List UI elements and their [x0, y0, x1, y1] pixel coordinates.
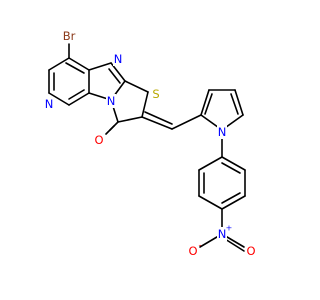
bond	[141, 116, 173, 130]
atom-label-background	[94, 133, 104, 147]
atom-s-label: S	[152, 87, 159, 101]
atom-npy-label: N	[45, 97, 54, 111]
bond	[141, 91, 149, 118]
bond	[204, 93, 213, 115]
bond	[88, 62, 112, 71]
atom-ob-label: O	[246, 244, 255, 258]
atom-label-background	[217, 227, 227, 241]
bond	[48, 92, 70, 106]
bond	[68, 92, 90, 106]
atom-nno-charge: +	[226, 224, 233, 233]
atom-label-background	[151, 87, 161, 101]
atom-label-background	[113, 52, 123, 66]
bond	[117, 116, 143, 123]
atom-label-background	[106, 94, 116, 108]
bond	[221, 162, 241, 174]
atom-oa-charge: -	[199, 241, 202, 250]
bond	[68, 89, 85, 100]
bond	[230, 93, 239, 115]
atom-nfu-label: N	[107, 94, 116, 108]
bond	[198, 195, 223, 210]
bond	[221, 192, 241, 204]
atom-label-background	[61, 29, 77, 43]
bond	[221, 156, 246, 171]
atom-label-background	[188, 244, 198, 258]
bond	[198, 156, 223, 171]
atom-label-background	[217, 125, 227, 139]
bond	[108, 68, 121, 84]
atom-nno-label: N	[218, 227, 227, 241]
bond	[234, 89, 244, 116]
atom-npr-label: N	[218, 125, 227, 139]
bond	[124, 80, 149, 93]
bond	[65, 62, 85, 74]
bond	[224, 238, 245, 252]
bond	[48, 57, 70, 71]
bond	[200, 89, 210, 116]
bond	[68, 57, 90, 71]
atom-o1-label: O	[94, 133, 103, 147]
atom-br-label: Br	[63, 29, 76, 43]
atom-label-background	[246, 244, 256, 258]
bond	[144, 111, 173, 125]
atom-nim-label: N	[114, 52, 123, 66]
bond	[221, 195, 246, 210]
bond	[105, 125, 115, 135]
bond	[171, 114, 202, 130]
bond-lines	[48, 43, 246, 252]
atom-oa-label: O	[188, 244, 197, 258]
atom-label-background	[44, 97, 54, 111]
